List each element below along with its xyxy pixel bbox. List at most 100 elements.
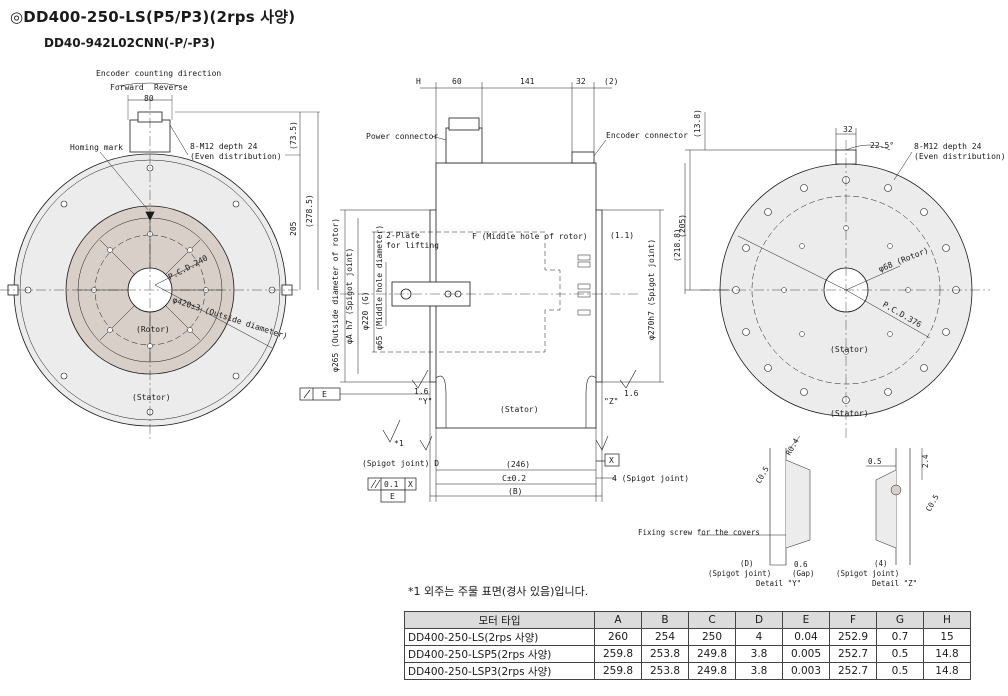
dim-2: (2) [604, 77, 618, 86]
for-lifting-label: for lifting [386, 241, 439, 250]
power-connector-body [445, 127, 483, 164]
table-cell: DD400-250-LS(2rps 사양) [404, 628, 595, 646]
table-row: DD400-250-LSP3(2rps 사양) 259.8 253.8 249.… [404, 662, 971, 680]
dia-rotor-outer: φ265 (Outside diameter of rotor) [331, 218, 340, 372]
table-cell: DD400-250-LSP5(2rps 사양) [404, 645, 595, 663]
rear-dim-32: 32 [843, 125, 853, 134]
dia-A: φA h7 (Spigot joint) [345, 248, 354, 344]
dim-141: 141 [520, 77, 535, 86]
datum-box-E [380, 489, 406, 503]
table-cell: 249.8 [688, 662, 736, 680]
table-cell: 0.5 [876, 662, 924, 680]
table-row: DD400-250-LS(2rps 사양) 260 254 250 4 0.04… [404, 628, 971, 646]
dim-C: C±0.2 [502, 474, 526, 483]
perpendicularity-box-E [299, 387, 341, 401]
table-cell: 0.005 [782, 645, 830, 663]
detail-y-c0-5: C0.5 [754, 465, 771, 485]
front-stator-label: (Stator) [132, 393, 171, 402]
page-title: ◎DD400-250-LS(P5/P3)(2rps 사양) [10, 8, 296, 26]
front-bolt-note: 8-M12 depth 24 [190, 142, 258, 151]
gap-label: (Gap) [792, 569, 815, 578]
dim-32-side: 32 [576, 77, 586, 86]
fixing-screw-label: Fixing screw for the covers [638, 528, 760, 537]
rotor-label: (Rotor) [136, 325, 170, 334]
table-cell: 3.8 [735, 662, 783, 680]
header-cell: 모터 타입 [404, 611, 595, 629]
header-cell: H [923, 611, 971, 629]
side-stator-label: (Stator) [500, 405, 539, 414]
detail-z-dim-4: (4) [874, 559, 888, 568]
dim-246: (246) [506, 460, 530, 469]
header-cell: F [829, 611, 877, 629]
header-cell: C [688, 611, 736, 629]
gdt-value: 0.1 [384, 480, 399, 489]
table-cell: 254 [641, 628, 689, 646]
header-cell: G [876, 611, 924, 629]
dia-65: φ65 (Middle hole diameter) [375, 225, 384, 350]
gap-value: 0.6 [794, 560, 808, 569]
table-cell: 252.7 [829, 645, 877, 663]
gdt-ref-E: E [390, 492, 395, 501]
label-Y: "Y" [418, 397, 432, 406]
table-cell: 252.7 [829, 662, 877, 680]
table-cell: 250 [688, 628, 736, 646]
dim-H: H [416, 77, 421, 86]
plate-label: 2-Plate [386, 231, 420, 240]
table-cell: 253.8 [641, 645, 689, 663]
table-cell: 0.5 [876, 645, 924, 663]
rear-view: 32 22.5° 8-M12 depth 24 (Even distributi… [678, 109, 1006, 440]
spec-table: 모터 타입 A B C D E F G H DD400-250-LS(2rps … [404, 611, 971, 680]
detail-y-title: Detail "Y" [756, 579, 801, 588]
rear-stator-inner-label: (Stator) [830, 345, 869, 354]
table-cell: 249.8 [688, 645, 736, 663]
side-view: H 60 141 32 (2) Power connector Encoder … [299, 77, 689, 503]
rear-stator-label: (Stator) [830, 409, 869, 418]
detail-z: 0.5 2.4 C0.5 (4) (Spigot joint) Detail "… [836, 448, 941, 588]
dia-G: φ220 (G) [361, 291, 370, 330]
detail-z-spigot: (Spigot joint) [836, 569, 899, 578]
header-cell: E [782, 611, 830, 629]
rear-bolt-note: 8-M12 depth 24 [914, 142, 982, 151]
table-cell: 259.8 [594, 645, 642, 663]
casting-note: *1 외주는 주물 표면(경사 있음)입니다. [408, 585, 589, 598]
forward-label: Forward [110, 83, 144, 92]
datum-box-X [604, 453, 620, 467]
label-Z: "Z" [604, 397, 618, 406]
ra-left: 1.6 [414, 387, 429, 396]
dia-270: φ270h7 (Spigot joint) [647, 239, 656, 340]
ra-right: 1.6 [624, 389, 639, 398]
power-connector-label: Power connector [366, 132, 438, 141]
dim-B: (B) [508, 487, 522, 496]
model-code: DD40-942L02CNN(-P/-P3) [44, 36, 216, 50]
detail-y-spigot: (Spigot joint) [708, 569, 771, 578]
detail-z-dim-2-4: 2.4 [921, 454, 930, 468]
rear-even-distribution: (Even distribution) [914, 152, 1006, 161]
rotor-hole-label: F (Middle hole of rotor) [472, 232, 588, 241]
datum-X: X [609, 456, 614, 465]
table-cell: 259.8 [594, 662, 642, 680]
gdt-ref-X: X [408, 480, 413, 489]
encoder-connector-body [571, 151, 595, 164]
dim-278-5: (278.5) [305, 194, 314, 228]
encoder-connector-label: Encoder connector [606, 131, 688, 140]
table-cell: 14.8 [923, 645, 971, 663]
detail-y: C0.5 R0.4 Fixing screw for the covers (D… [638, 435, 815, 588]
spigot-4: 4 (Spigot joint) [612, 474, 689, 483]
table-cell: 14.8 [923, 662, 971, 680]
front-even-distribution: (Even distribution) [190, 152, 282, 161]
table-cell: 4 [735, 628, 783, 646]
dim-13-8: (13.8) [693, 109, 702, 138]
table-cell: 3.8 [735, 645, 783, 663]
table-cell: 253.8 [641, 662, 689, 680]
header-cell: A [594, 611, 642, 629]
dim-218-8: (218.8) [673, 228, 682, 262]
table-cell: 252.9 [829, 628, 877, 646]
table-cell: 0.04 [782, 628, 830, 646]
table-row: DD400-250-LSP5(2rps 사양) 259.8 253.8 249.… [404, 645, 971, 663]
detail-z-title: Detail "Z" [872, 579, 917, 588]
detail-z-dim-0-5: 0.5 [868, 457, 882, 466]
dim-1-1: (1.1) [610, 231, 634, 240]
detail-z-c0-5: C0.5 [924, 493, 941, 513]
spigot-D: (Spigot joint) D [362, 459, 439, 468]
